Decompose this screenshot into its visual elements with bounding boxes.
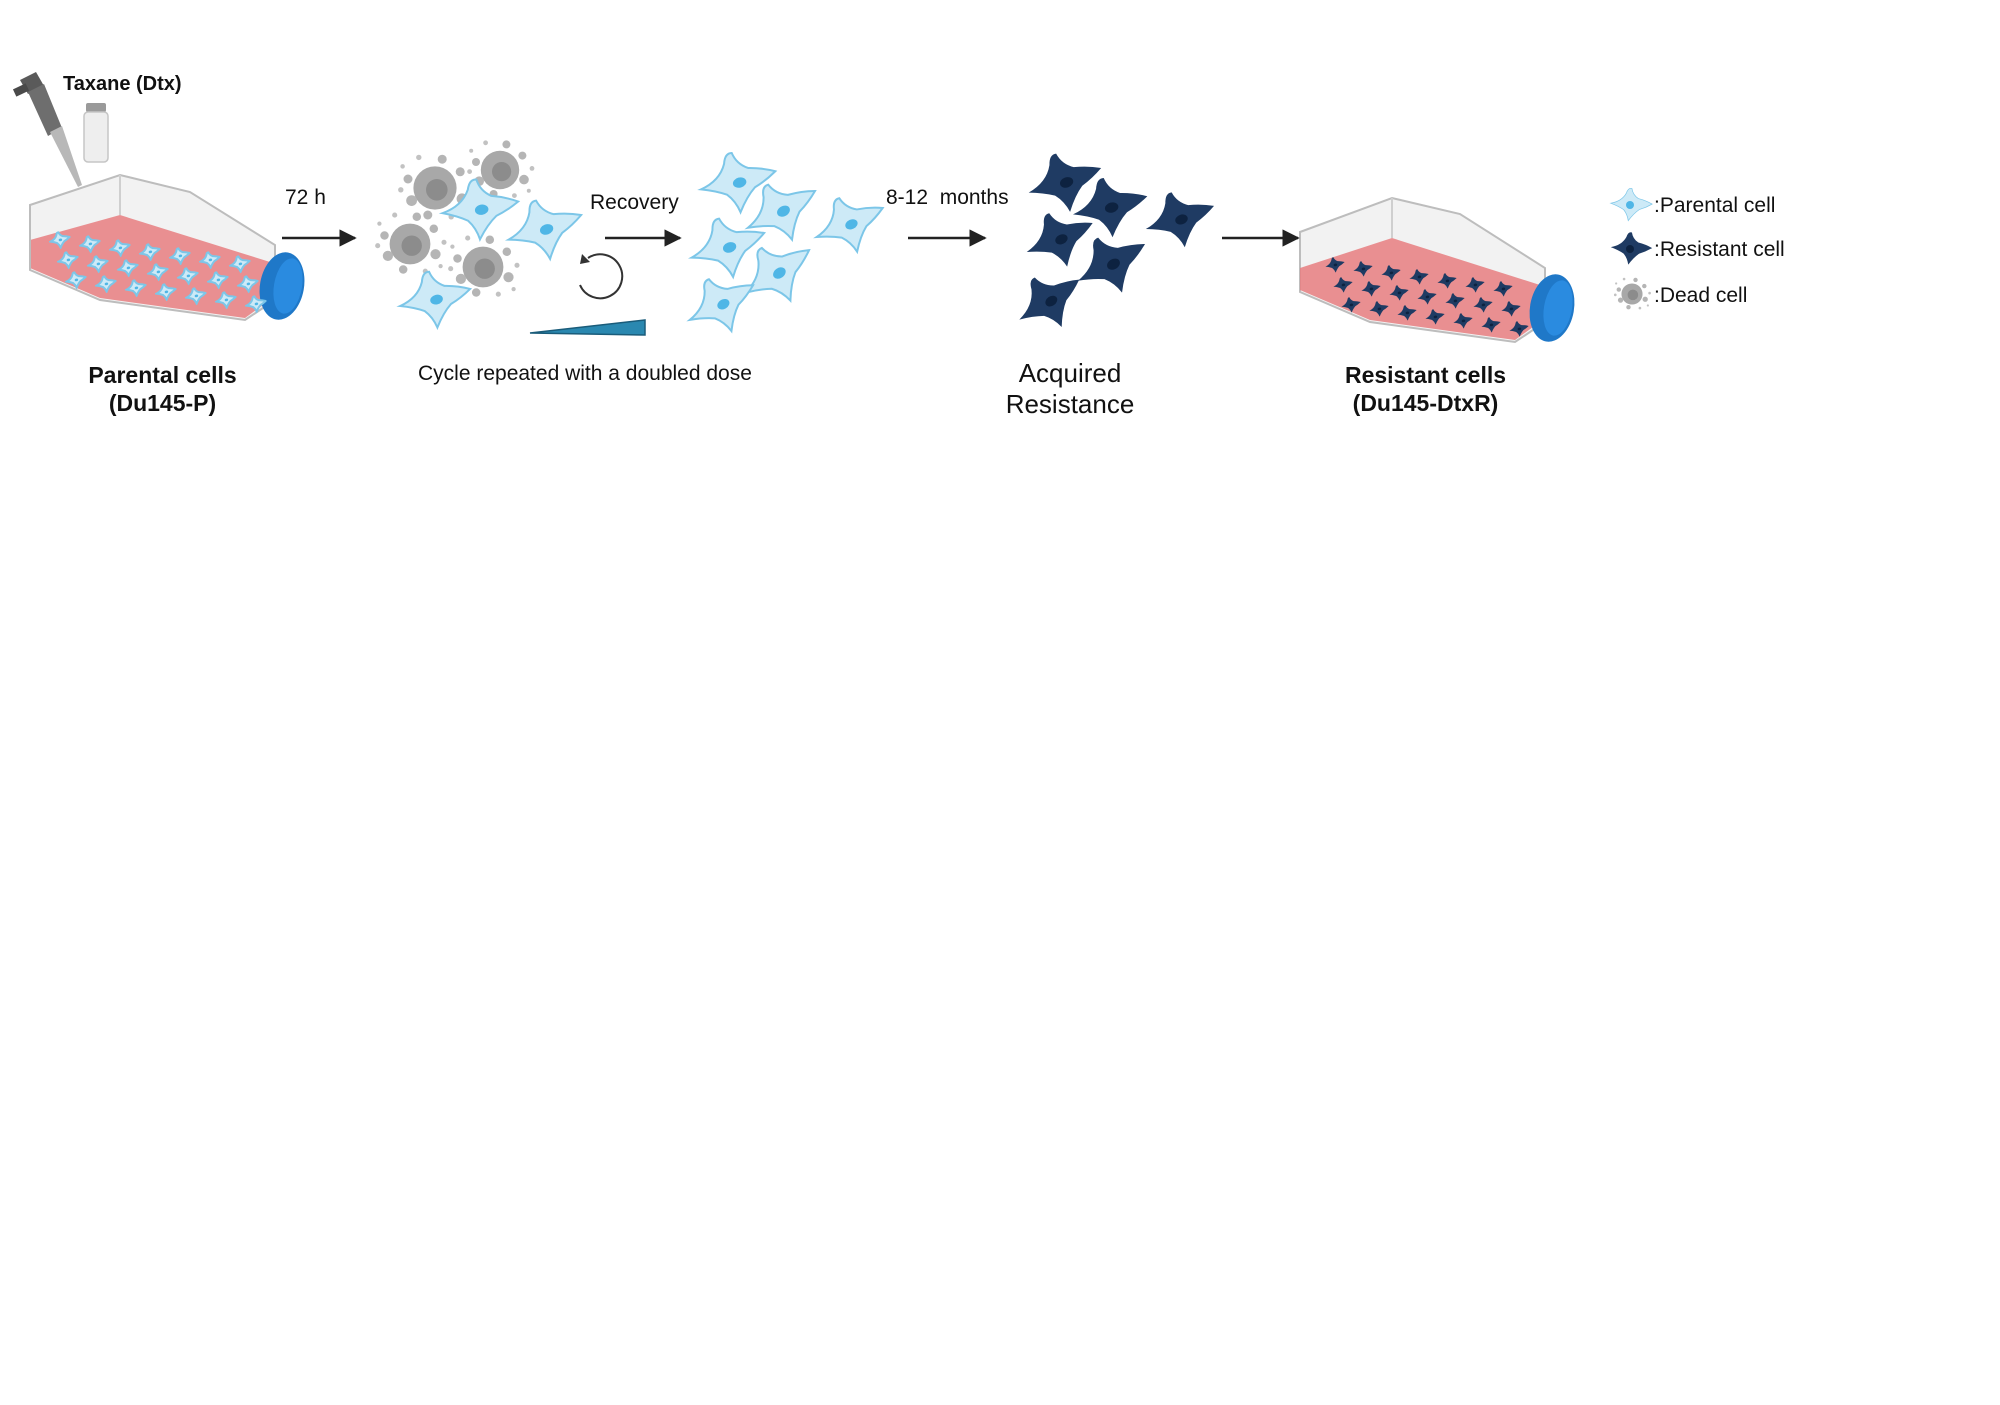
parental-cell-small: [145, 260, 171, 283]
resistant-cell-small: [1423, 306, 1447, 327]
acquired-resistance-label: Acquired Resistance: [985, 358, 1155, 420]
resistance-line: Resistance: [1005, 389, 1135, 420]
parental-cell: [728, 225, 828, 321]
dead-cell: [375, 212, 447, 274]
parental-cell-small: [153, 280, 179, 303]
months-label: 8-12 months: [886, 186, 1009, 209]
cycle-arrow-icon: [579, 253, 624, 300]
parental-cell-small: [205, 268, 231, 291]
legend-parental-icon: [1610, 187, 1653, 221]
legend-resistant-label: :Resistant cell: [1654, 238, 1785, 261]
resistant-cell: [1136, 180, 1224, 258]
parental-cell-small: [227, 252, 253, 275]
recovery-label: Recovery: [590, 191, 679, 214]
resistant-cell-small: [1507, 318, 1531, 339]
resistant-cell-small: [1415, 286, 1439, 307]
parental-cell-small: [115, 256, 141, 279]
resistant-cell-small: [1463, 274, 1487, 295]
resistant-cell-small: [1491, 278, 1515, 299]
resistant-cell-small: [1359, 278, 1383, 299]
parental-cell-small: [63, 268, 89, 291]
resistant-cell-group: [1004, 140, 1224, 345]
resistant-cell-small: [1407, 266, 1431, 287]
treated-parental-cell-group: [392, 171, 593, 337]
resistant-cell: [1004, 257, 1096, 345]
parental-subtitle-line: (Du145-P): [108, 389, 217, 416]
parental-cell-small: [85, 252, 111, 275]
parental-cell-small: [235, 272, 261, 295]
resistant-cell-small: [1387, 282, 1411, 303]
flask-icon: [29, 173, 305, 322]
parental-cell-small: [197, 248, 223, 271]
resistant-cell-small: [1367, 298, 1391, 319]
parental-cell: [392, 261, 479, 337]
parental-cell-small: [93, 272, 119, 295]
dead-cell-group: [375, 140, 535, 297]
resistant-cell-small: [1435, 270, 1459, 291]
vial-icon: [83, 103, 109, 163]
parental-cell-small: [183, 284, 209, 307]
resistant-cell-small: [1471, 294, 1495, 315]
resistant-cell: [1019, 140, 1112, 223]
parental-cell: [692, 142, 785, 222]
parental-cell: [498, 186, 593, 271]
legend-dead-icon: [1613, 277, 1651, 310]
dose-wedge-icon: [529, 319, 646, 336]
parental-cell-small: [243, 292, 269, 315]
resistant-cell-small: [1379, 262, 1403, 283]
resistant-cell: [1015, 198, 1105, 280]
parental-cell-small: [77, 232, 103, 255]
cycle-note-label: Cycle repeated with a doubled dose: [418, 362, 752, 385]
acquired-line: Acquired: [1018, 358, 1122, 388]
parental-cell-small: [107, 236, 133, 259]
resistant-cell-small: [1443, 290, 1467, 311]
drug-label: Taxane (Dtx): [63, 73, 182, 95]
flask-icon: [1299, 196, 1575, 344]
parental-cell-small: [167, 244, 193, 267]
parental-title: Parental cells (Du145-P): [60, 362, 265, 417]
resistant-cell-small: [1451, 310, 1475, 331]
resistant-cell-small: [1323, 254, 1347, 275]
legend-dead-label: :Dead cell: [1654, 284, 1748, 307]
parental-cell: [804, 182, 896, 266]
parental-title-line: Parental cells: [88, 362, 237, 388]
resistant-cell-small: [1351, 258, 1375, 279]
resistant-cell-small: [1339, 294, 1363, 315]
parental-cell-small: [213, 288, 239, 311]
parental-cell-small: [123, 276, 149, 299]
legend-resistant-icon: [1610, 232, 1653, 265]
legend-parental-label: :Parental cell: [1654, 194, 1776, 217]
resistant-title-line: Resistant cells: [1344, 362, 1507, 388]
parental-cell: [436, 171, 525, 246]
parental-cell: [681, 204, 776, 289]
parental-cell: [676, 260, 769, 348]
resistant-title: Resistant cells (Du145-DtxR): [1318, 362, 1533, 417]
resistant-subtitle-line: (Du145-DtxR): [1352, 389, 1499, 416]
pipette-icon: [12, 72, 82, 187]
recovered-cell-group: [676, 142, 896, 348]
resistant-cell-small: [1395, 302, 1419, 323]
resistant-cell-small: [1331, 274, 1355, 295]
resistant-cell: [1065, 168, 1156, 246]
flask-right-cells: [1323, 254, 1531, 339]
time-72h-label: 72 h: [285, 186, 326, 209]
parental-cell-small: [175, 264, 201, 287]
flask-left-cells: [47, 228, 269, 315]
resistant-cell: [1064, 218, 1161, 309]
parental-cell-small: [137, 240, 163, 263]
parental-cell: [733, 164, 832, 257]
resistant-cell-small: [1479, 314, 1503, 335]
resistant-cell-small: [1499, 298, 1523, 319]
parental-cell-small: [55, 248, 81, 271]
parental-cell-small: [47, 228, 73, 251]
